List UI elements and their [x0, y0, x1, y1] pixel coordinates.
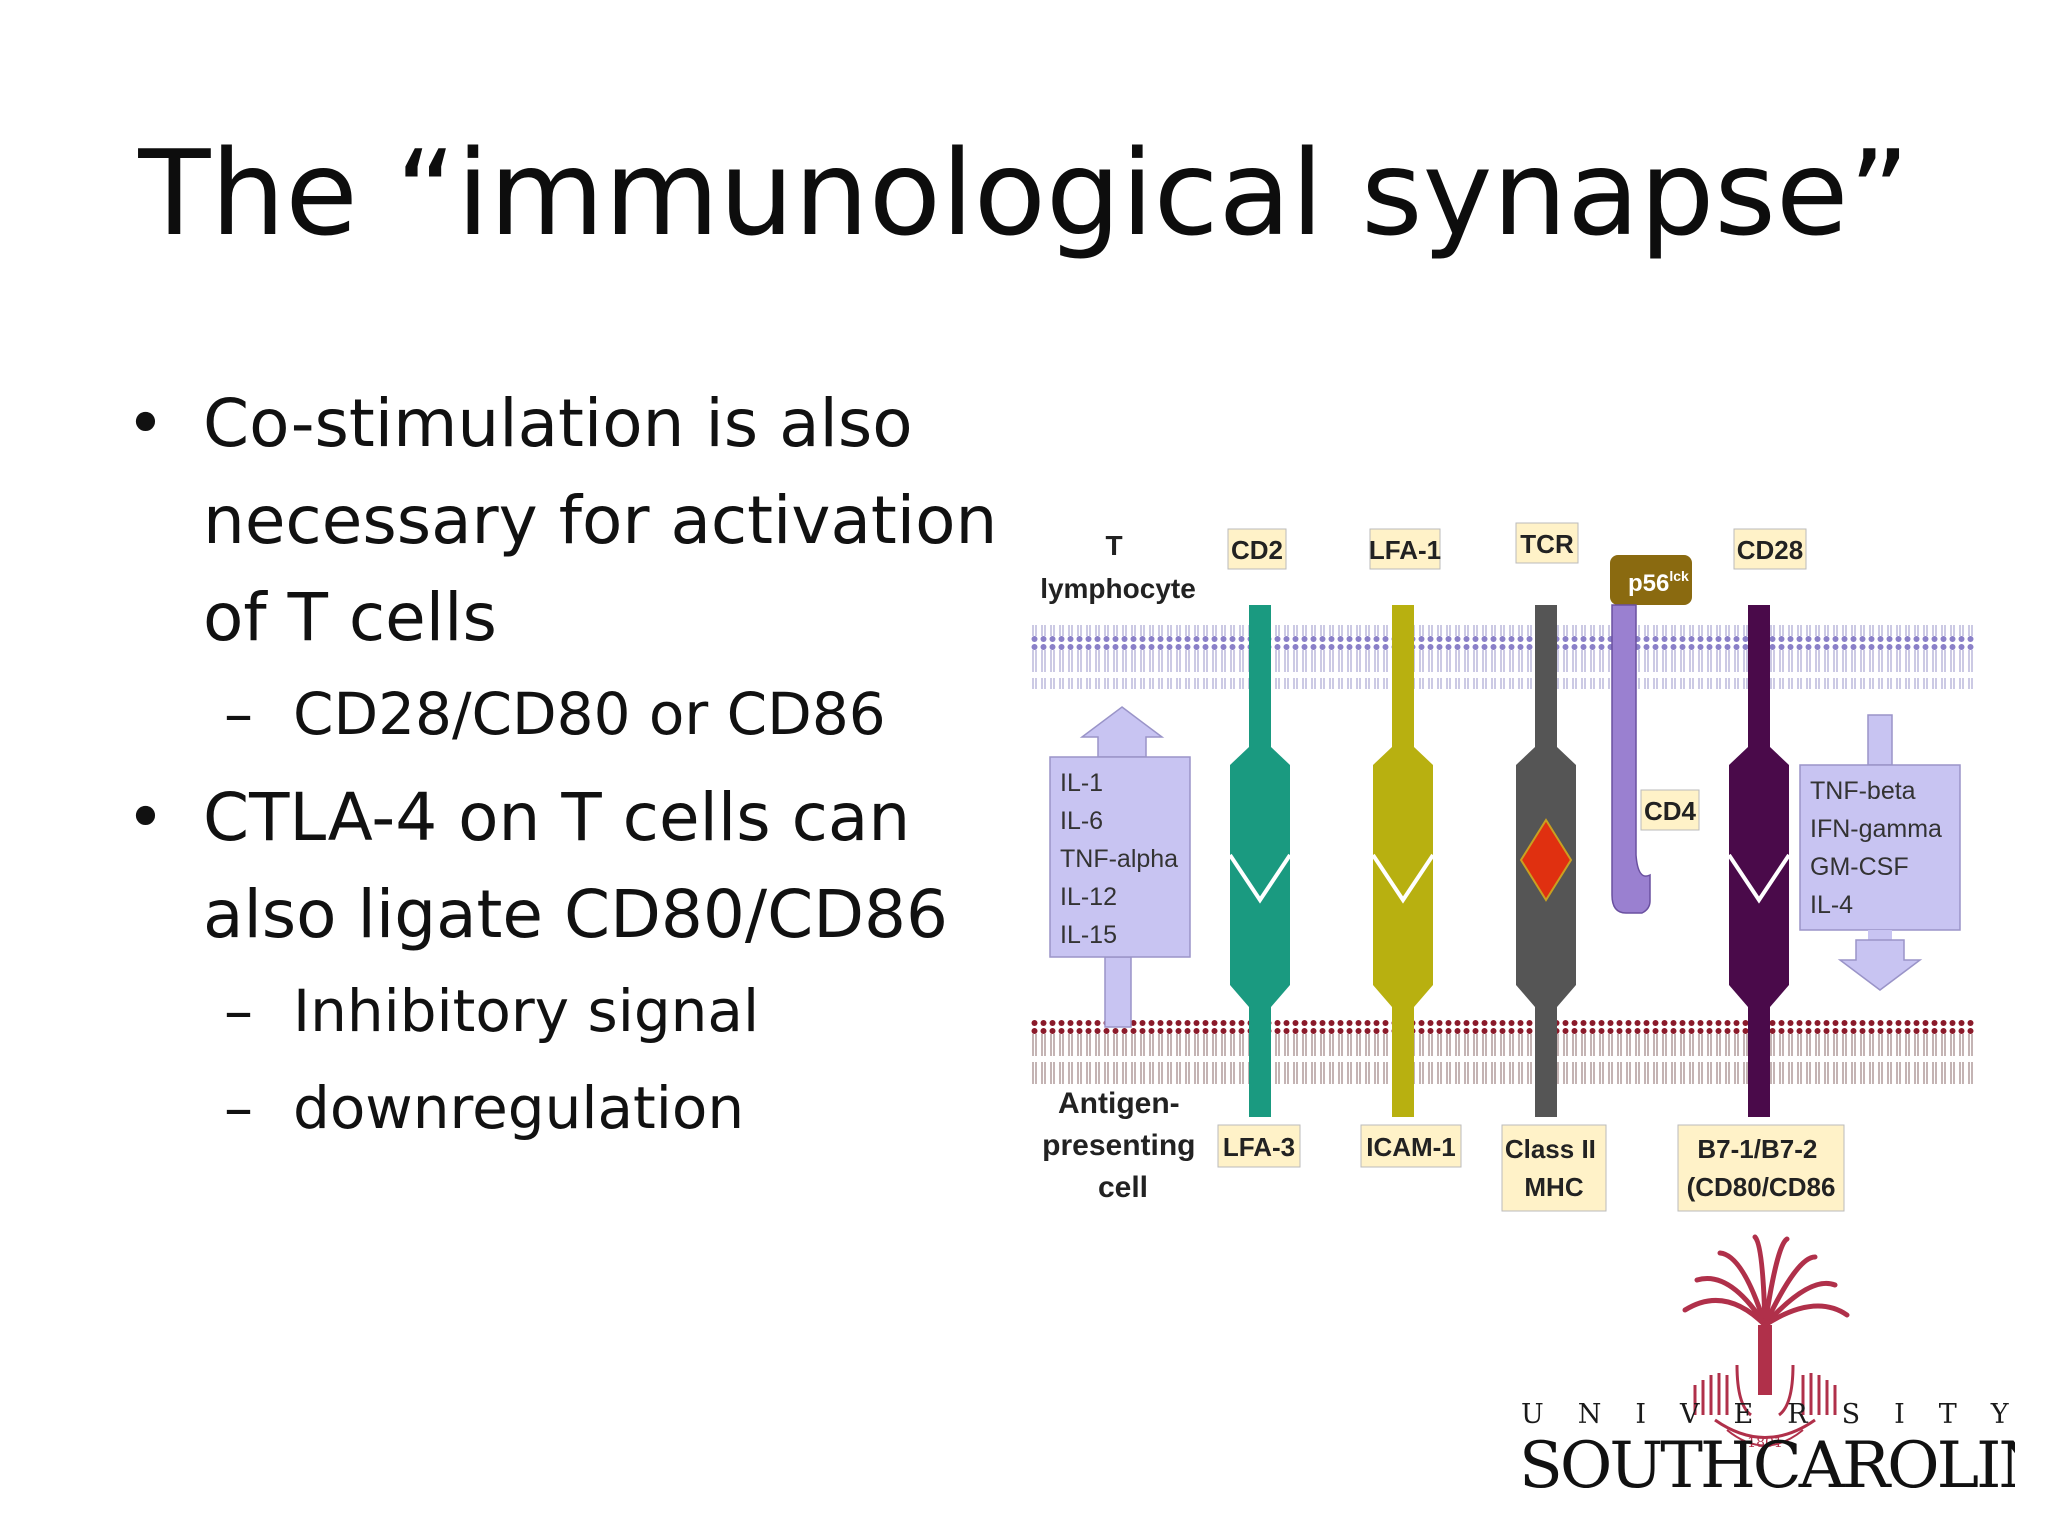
- icam1-label-box: [1360, 1124, 1462, 1168]
- sub-bullet-item: – downregulation: [120, 1060, 1000, 1157]
- t-cell-membrane: [1030, 625, 1975, 689]
- sub-bullet-text: CD28/CD80 or CD86: [293, 680, 886, 748]
- apc-cytokine-list: IL-1 IL-6 TNF-alpha IL-12 IL-15: [1060, 769, 1185, 949]
- apc-membrane: [1030, 1020, 1975, 1084]
- logo-university-of: UNIVERSITY OF: [1521, 1399, 2015, 1430]
- bullet-item: • CTLA-4 on T cells can also ligate CD80…: [120, 769, 1000, 963]
- bullet-line: also ligate CD80/CD86: [203, 876, 949, 953]
- mhc-label: Class II MHC: [1505, 1134, 1603, 1202]
- cd2-label: CD2: [1231, 535, 1283, 565]
- p56lck-box: [1610, 555, 1692, 605]
- cd4-label-box: [1640, 789, 1700, 831]
- bullet-line: necessary for activation: [203, 482, 998, 559]
- lfa3-label: LFA-3: [1223, 1132, 1295, 1162]
- bullet-dot: •: [126, 385, 165, 462]
- tcell-cytokine-arrow: [1799, 714, 1961, 991]
- cd4-arm: [1611, 604, 1651, 914]
- apc-label: Antigen- presenting cell: [1042, 1087, 1204, 1204]
- sub-bullet-dash: –: [224, 1074, 253, 1142]
- lfa1-label: LFA-1: [1369, 535, 1441, 565]
- bullet-item: • Co-stimulation is also necessary for a…: [120, 375, 1000, 666]
- cd28-label: CD28: [1737, 535, 1803, 565]
- bullet-dot: •: [126, 779, 165, 856]
- peptide-diamond: [1519, 818, 1573, 902]
- apc-cytokine-arrow: [1049, 706, 1191, 1028]
- p56lck-label: p56lck: [1628, 568, 1689, 597]
- bullet-line: CTLA-4 on T cells can: [203, 779, 911, 856]
- tcr-mhc-receptor: [1516, 605, 1576, 1117]
- cd2-label-box: [1227, 528, 1287, 570]
- lfa1-icam1-receptor: [1371, 605, 1435, 1117]
- b7-label: B7-1/B7-2 (CD80/CD86: [1687, 1134, 1836, 1202]
- sub-bullet-dash: –: [224, 680, 253, 748]
- slide-title: The “immunological synapse”: [138, 124, 1910, 262]
- icam1-label: ICAM-1: [1366, 1132, 1456, 1162]
- bullet-list: • Co-stimulation is also necessary for a…: [120, 375, 1000, 1157]
- seal-year: 1801: [1747, 1435, 1783, 1451]
- palmetto-seal-icon: [1682, 1234, 1850, 1447]
- mhc-label-box: [1501, 1124, 1607, 1212]
- tcr-label: TCR: [1520, 529, 1574, 559]
- lfa3-label-box: [1217, 1124, 1301, 1168]
- immunological-synapse-diagram: T lymphocyte Antigen- presenting cell CD…: [1030, 522, 1975, 1212]
- lfa1-label-box: [1369, 528, 1441, 570]
- tcell-cytokine-list: TNF-beta IFN-gamma GM-CSF IL-4: [1810, 777, 1949, 919]
- tcr-label-box: [1515, 522, 1579, 564]
- cd4-label: CD4: [1644, 796, 1697, 826]
- cd28-label-box: [1733, 528, 1807, 570]
- university-logo: 1801 UNIVERSITY OF SOUTHCAROLINA: [1519, 1234, 2015, 1503]
- b7-label-box: [1677, 1124, 1845, 1212]
- cd28-b7-receptor: [1727, 605, 1791, 1117]
- bullet-line: Co-stimulation is also: [203, 385, 913, 462]
- sub-bullet-dash: –: [224, 977, 253, 1045]
- t-lymphocyte-label: T lymphocyte: [1040, 530, 1196, 604]
- sub-bullet-text: downregulation: [293, 1074, 745, 1142]
- sub-bullet-item: – Inhibitory signal: [120, 963, 1000, 1060]
- logo-south-carolina: SOUTHCAROLINA: [1519, 1429, 2015, 1503]
- sub-bullet-item: – CD28/CD80 or CD86: [120, 666, 1000, 763]
- bullet-line: of T cells: [203, 579, 497, 656]
- cd2-lfa3-receptor: [1228, 605, 1292, 1117]
- sub-bullet-text: Inhibitory signal: [293, 977, 760, 1045]
